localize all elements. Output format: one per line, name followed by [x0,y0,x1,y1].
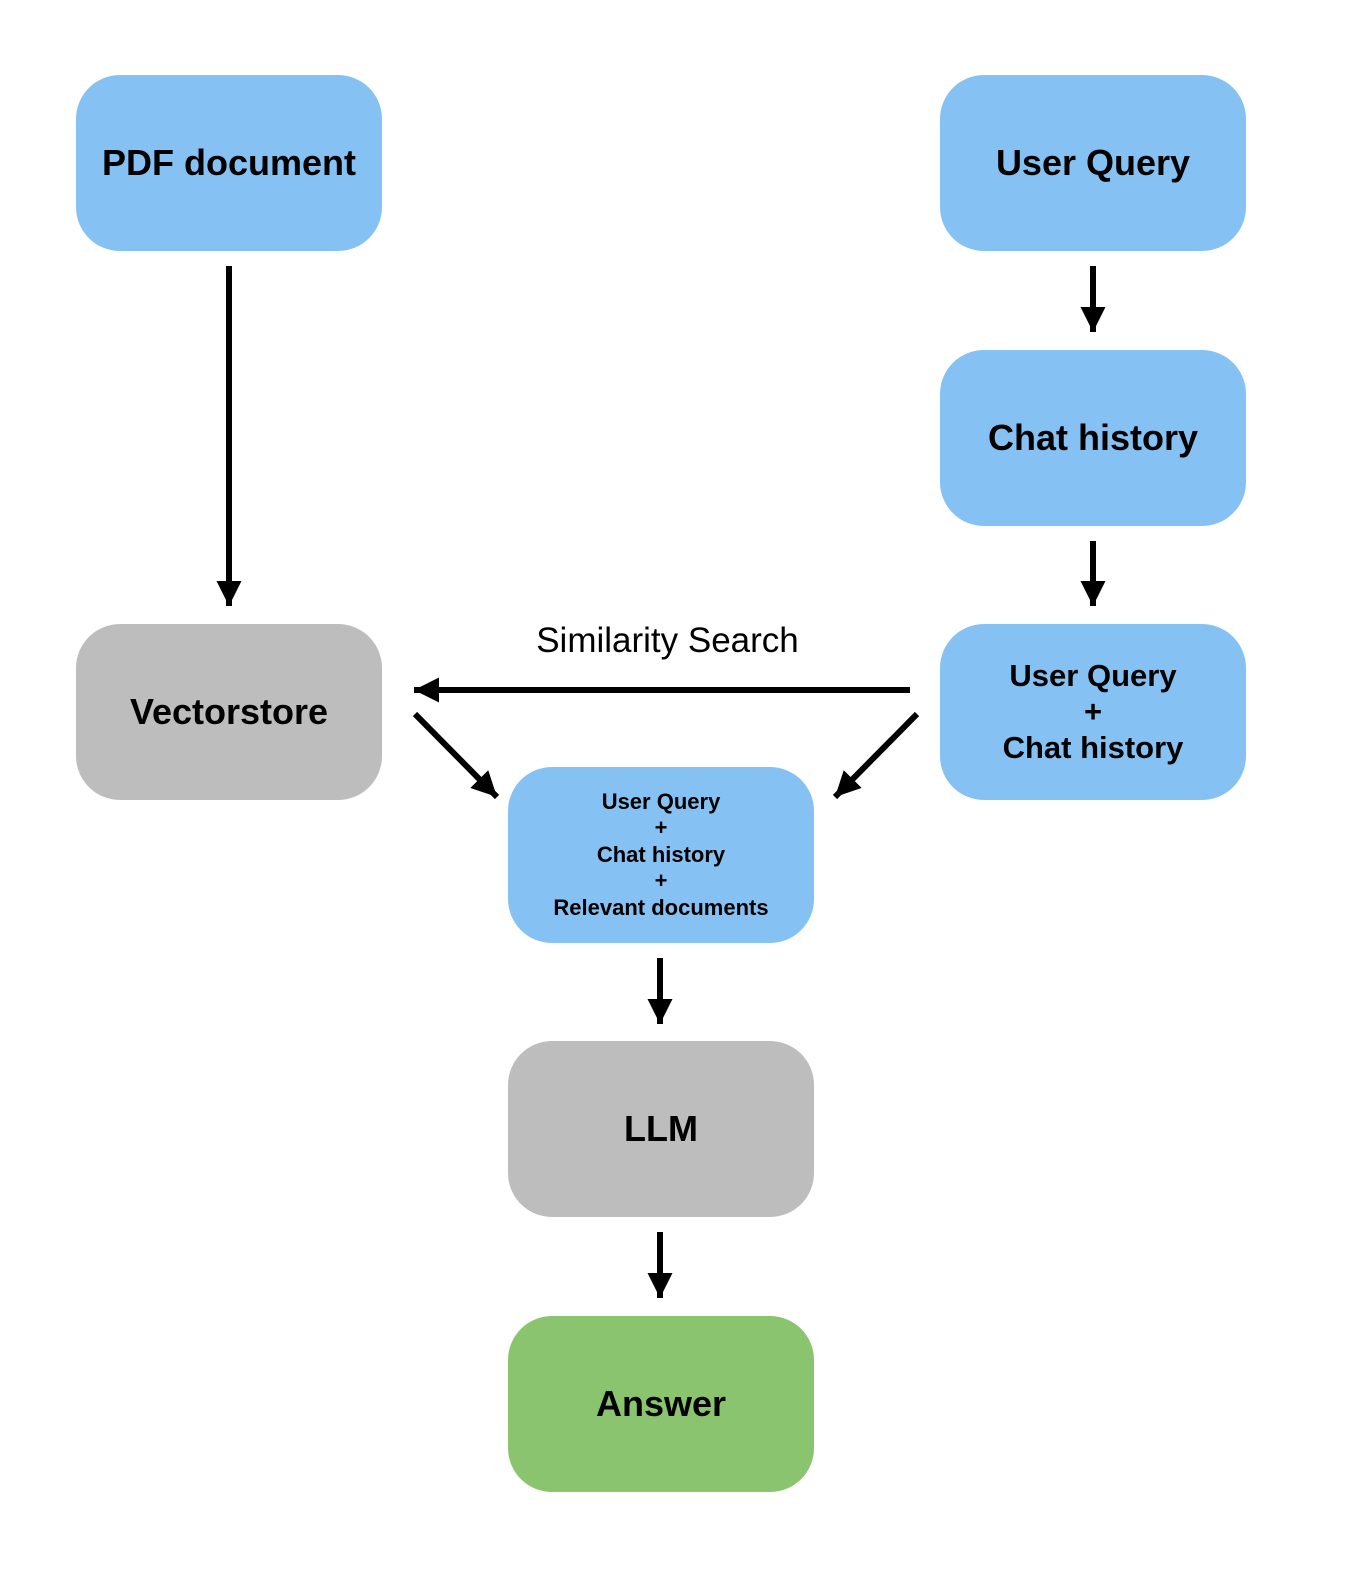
similarity-search-label: Similarity Search [536,621,799,660]
pdf-document-label: PDF document [101,142,356,183]
context-plus-sign-1: + [654,815,668,841]
llm-label: LLM [624,1108,698,1149]
answer-node: Answer [508,1316,814,1492]
combined-history-label: Chat history [1002,730,1184,765]
arrow-vectorstore-to-context [412,711,500,800]
arrow-combined-to-context [832,711,920,800]
query-plus-history-node: User Query + Chat history [940,624,1246,800]
user-query-node: User Query [940,75,1246,251]
chat-history-node: Chat history [940,350,1246,526]
context-documents-label: Relevant documents [553,894,769,920]
combined-plus-sign: + [1083,694,1103,729]
chat-history-label: Chat history [987,417,1199,458]
context-plus-sign-2: + [654,868,668,894]
context-history-label: Chat history [596,841,726,867]
llm-node: LLM [508,1041,814,1217]
context-query-label: User Query [601,788,721,814]
vectorstore-node: Vectorstore [76,624,382,800]
pdf-document-node: PDF document [76,75,382,251]
vectorstore-label: Vectorstore [129,691,329,732]
user-query-label: User Query [995,142,1191,183]
combined-query-label: User Query [1009,658,1177,693]
context-node: User Query + Chat history + Relevant doc… [508,767,814,943]
answer-label: Answer [595,1383,727,1424]
